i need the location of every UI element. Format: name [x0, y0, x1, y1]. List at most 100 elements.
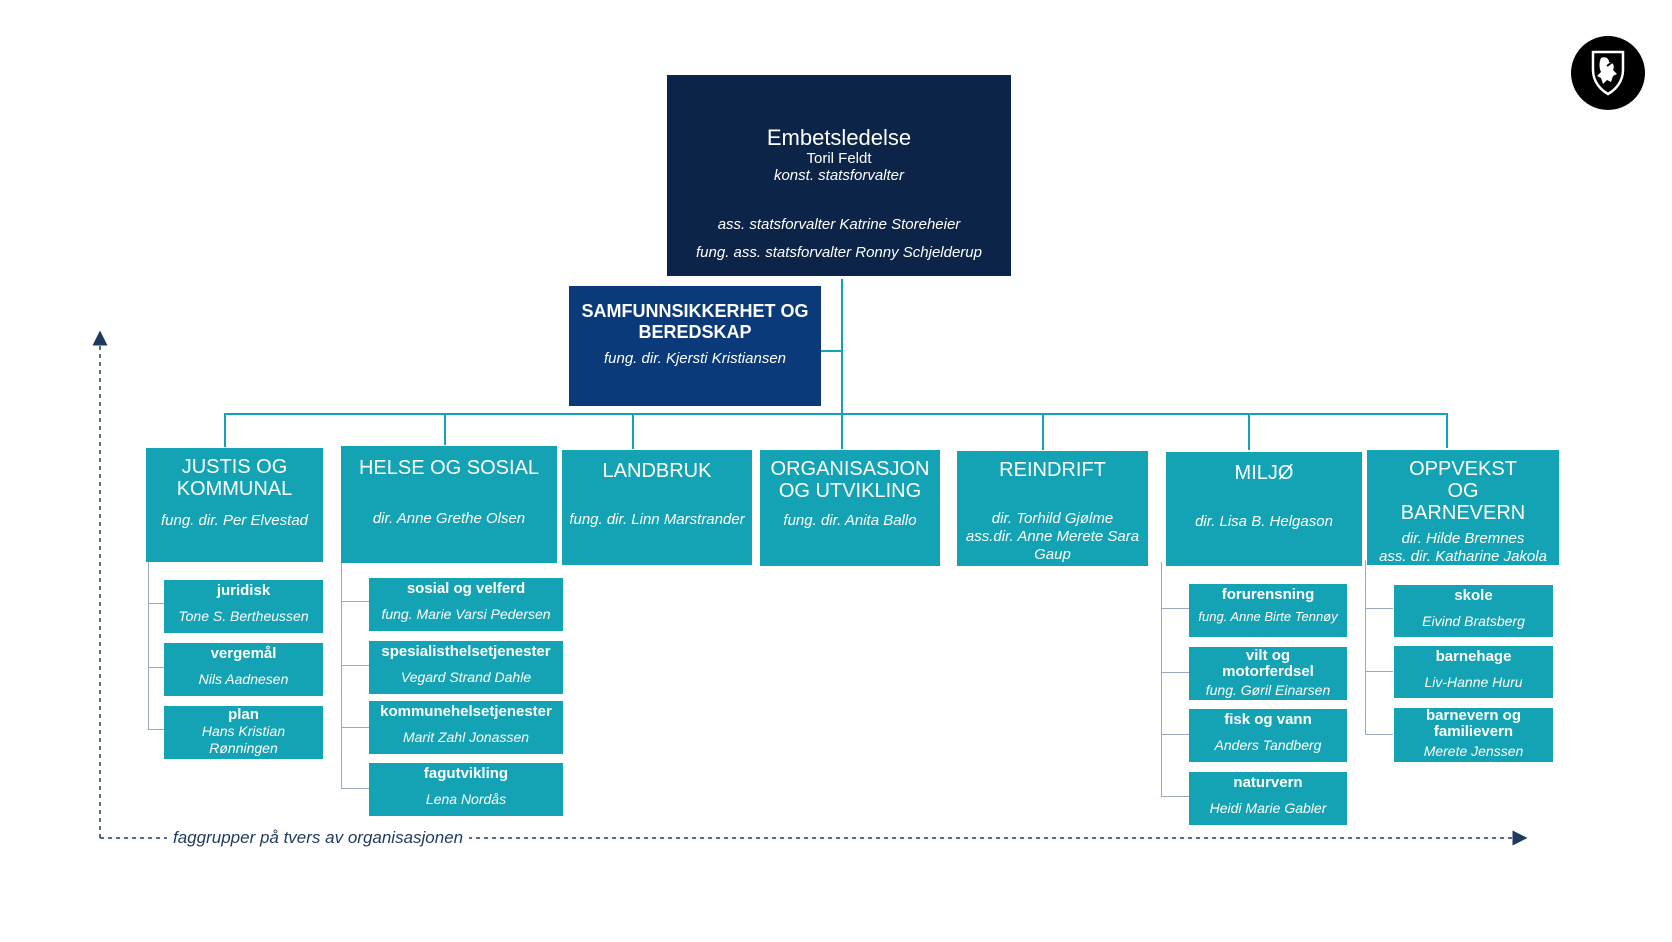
group-spesialisthelsetjenester: spesialisthelsetjenester Vegard Strand D…	[369, 641, 563, 694]
group-head: Merete Jenssen	[1423, 743, 1524, 759]
group-juridisk: juridisk Tone S. Bertheussen	[164, 580, 323, 633]
group-head: Marit Zahl Jonassen	[402, 729, 530, 745]
group-head: Eivind Bratsberg	[1422, 613, 1525, 629]
dept-head: fung. dir. Linn Marstrander	[569, 511, 745, 528]
group-forurensning: forurensning fung. Anne Birte Tennøy	[1189, 584, 1347, 637]
connector-miljo-g1	[1161, 608, 1189, 609]
group-head: Hans Kristian Rønningen	[201, 723, 286, 756]
logo	[1571, 36, 1645, 110]
group-head: Lena Nordås	[425, 791, 507, 807]
connector-dept-6	[1248, 413, 1250, 450]
connector-miljo-g2	[1161, 672, 1189, 673]
group-barnehage: barnehage Liv-Hanne Huru	[1394, 646, 1553, 698]
dept-organisasjon-og-utvikling: ORGANISASJON OG UTVIKLING fung. dir. Ani…	[760, 450, 940, 566]
group-title: sosial og velferd	[406, 580, 526, 597]
dept-head: dir. Hilde Bremnes	[1401, 530, 1525, 547]
dept-title: ORGANISASJON OG UTVIKLING	[770, 458, 930, 502]
group-head: Anders Tandberg	[1214, 737, 1322, 753]
connector-helse-groups	[341, 560, 342, 789]
group-head: fung. Gøril Einarsen	[1205, 682, 1331, 698]
group-head: Vegard Strand Dahle	[400, 669, 532, 685]
connector-justis-groups	[148, 560, 149, 730]
top-assistant-1: ass. statsforvalter Katrine Storeheier	[717, 216, 961, 233]
group-title: fagutvikling	[423, 765, 509, 782]
group-head: fung. Anne Birte Tennøy	[1198, 609, 1338, 624]
staff-title: SAMFUNNSIKKERHET OG BEREDSKAP	[581, 301, 809, 342]
connector-helse-g3	[341, 727, 369, 728]
dept-miljo: MILJØ dir. Lisa B. Helgason	[1166, 452, 1362, 566]
connector-miljo-g4	[1161, 796, 1189, 797]
group-title: vergemål	[210, 645, 277, 662]
group-title: barnevern og familievern	[1425, 707, 1522, 740]
dept-head: dir. Torhild Gjølme	[991, 510, 1114, 527]
dept-justis-og-kommunal: JUSTIS OG KOMMUNAL fung. dir. Per Elvest…	[146, 448, 323, 562]
group-skole: skole Eivind Bratsberg	[1394, 585, 1553, 637]
faggrupper-label: faggrupper på tvers av organisasjonen	[167, 828, 470, 848]
group-title: forurensning	[1221, 586, 1315, 603]
top-name: Toril Feldt	[806, 150, 872, 167]
group-title: vilt og motorferdsel	[1222, 647, 1314, 680]
connector-miljo-groups	[1161, 562, 1162, 796]
top-assistant-2: fung. ass. statsforvalter Ronny Schjelde…	[696, 244, 982, 261]
connector-oppvekst-g1	[1365, 608, 1393, 609]
group-vilt-og-motorferdsel: vilt og motorferdsel fung. Gøril Einarse…	[1189, 647, 1347, 700]
group-fagutvikling: fagutvikling Lena Nordås	[369, 763, 563, 816]
lion-crest-icon	[1591, 50, 1625, 96]
top-role: konst. statsforvalter	[773, 167, 905, 184]
dept-title: JUSTIS OG KOMMUNAL	[176, 456, 293, 500]
dept-title: HELSE OG SOSIAL	[358, 457, 540, 479]
dept-head-2: ass.dir. Anne Merete Sara Gaup	[965, 528, 1140, 563]
connector-helse-g2	[341, 665, 369, 666]
dept-landbruk: LANDBRUK fung. dir. Linn Marstrander	[562, 450, 752, 565]
dept-head-2: ass. dir. Katharine Jakola	[1379, 548, 1547, 565]
group-title: barnehage	[1435, 648, 1512, 665]
dept-head: fung. dir. Per Elvestad	[160, 512, 309, 529]
staff-head: fung. dir. Kjersti Kristiansen	[603, 350, 787, 367]
dept-head: dir. Lisa B. Helgason	[1195, 513, 1333, 530]
group-plan: plan Hans Kristian Rønningen	[164, 706, 323, 759]
group-vergemal: vergemål Nils Aadnesen	[164, 643, 323, 696]
connector-dept-2	[444, 413, 446, 445]
dept-head: fung. dir. Anita Ballo	[783, 512, 917, 529]
connector-helse-g1	[341, 601, 369, 602]
connector-dept-3	[632, 413, 634, 449]
dept-title: LANDBRUK	[602, 460, 712, 482]
connector-dept-4	[841, 413, 843, 449]
group-kommunehelsetjenester: kommunehelsetjenester Marit Zahl Jonasse…	[369, 701, 563, 754]
dept-oppvekst-og-barnevern: OPPVEKST OG BARNEVERN dir. Hilde Bremnes…	[1367, 450, 1559, 565]
group-barnevern-og-familievern: barnevern og familievern Merete Jenssen	[1394, 708, 1553, 762]
group-sosial-og-velferd: sosial og velferd fung. Marie Varsi Pede…	[369, 578, 563, 631]
dept-reindrift: REINDRIFT dir. Torhild Gjølme ass.dir. A…	[957, 451, 1148, 566]
connector-main-vertical	[841, 279, 843, 449]
group-fisk-og-vann: fisk og vann Anders Tandberg	[1189, 709, 1347, 762]
group-head: fung. Marie Varsi Pedersen	[381, 606, 551, 622]
group-naturvern: naturvern Heidi Marie Gabler	[1189, 772, 1347, 825]
group-title: plan	[228, 706, 259, 723]
group-title: juridisk	[216, 582, 271, 599]
connector-helse-g4	[341, 788, 369, 789]
group-head: Heidi Marie Gabler	[1209, 800, 1327, 816]
top-title: Embetsledelse	[766, 125, 912, 150]
top-management-box: Embetsledelse Toril Feldt konst. statsfo…	[667, 75, 1011, 276]
group-head: Nils Aadnesen	[198, 671, 289, 687]
connector-oppvekst-g2	[1365, 671, 1393, 672]
group-title: spesialisthelsetjenester	[381, 643, 551, 660]
group-title: fisk og vann	[1224, 711, 1312, 728]
dept-title: MILJØ	[1234, 462, 1294, 484]
connector-oppvekst-g3	[1365, 734, 1393, 735]
connector-horizontal-bus	[224, 413, 1448, 415]
connector-miljo-g3	[1161, 734, 1189, 735]
group-head: Liv-Hanne Huru	[1424, 674, 1523, 690]
dept-helse-og-sosial: HELSE OG SOSIAL dir. Anne Grethe Olsen	[341, 446, 557, 563]
connector-justis-g1	[148, 603, 164, 604]
group-head: Tone S. Bertheussen	[178, 608, 309, 624]
connector-oppvekst-groups	[1365, 560, 1366, 735]
group-title: skole	[1454, 587, 1493, 604]
connector-justis-g2	[148, 667, 164, 668]
dept-title: OPPVEKST OG BARNEVERN	[1400, 458, 1526, 524]
group-title: naturvern	[1233, 774, 1303, 791]
dept-head: dir. Anne Grethe Olsen	[372, 510, 526, 527]
connector-staff	[821, 350, 842, 352]
connector-justis-g3	[148, 729, 164, 730]
